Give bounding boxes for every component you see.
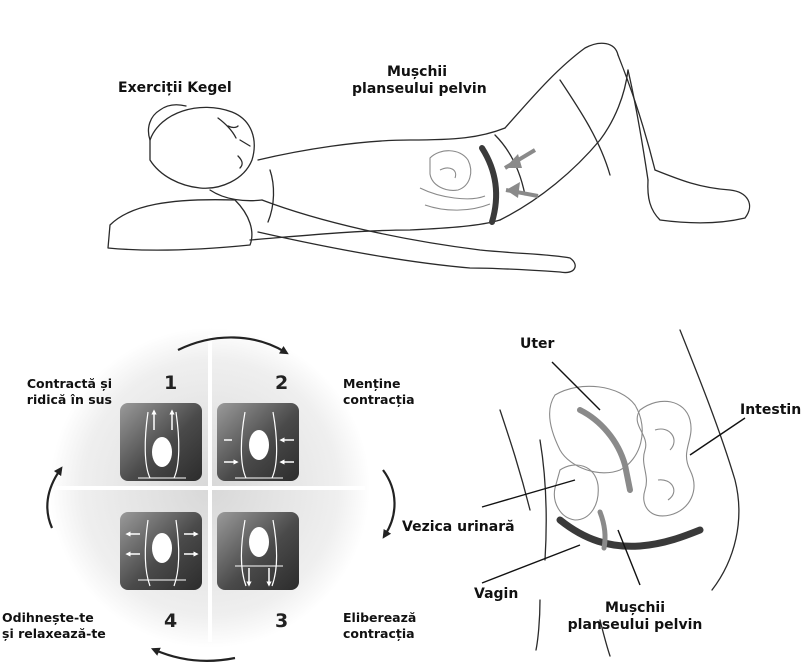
step-number-4: 4	[164, 610, 177, 632]
label-vezica: Vezica urinară	[402, 519, 515, 536]
step-label-4: Odihnește-te și relaxează-te	[2, 610, 106, 642]
muscles-label-top: Mușchii planseului pelvin	[352, 64, 482, 98]
title-kegel: Exerciții Kegel	[118, 80, 232, 97]
tile-step-1	[120, 403, 202, 481]
step-number-2: 2	[275, 372, 288, 394]
step-number-3: 3	[275, 610, 288, 632]
uterus-shape	[550, 386, 643, 490]
bladder-shape	[554, 465, 598, 520]
cycle-arrow-bottom	[155, 650, 235, 661]
label-muscles-anatomy: Mușchii planseului pelvin	[560, 600, 710, 634]
step-label-3: Eliberează contracția	[343, 610, 416, 642]
tile-step-4	[120, 512, 202, 590]
pelvic-floor-muscle	[560, 520, 700, 546]
label-uter: Uter	[520, 336, 554, 353]
label-vagin: Vagin	[474, 586, 518, 603]
step-label-1: Contractă și ridică în sus	[4, 376, 112, 408]
label-intestin: Intestin	[740, 402, 801, 419]
tile-step-3	[217, 512, 299, 590]
tile-step-2	[217, 403, 299, 481]
step-label-2: Menține contracția	[343, 376, 415, 408]
cycle-arrow-right	[383, 470, 395, 535]
intestine-shape	[637, 401, 694, 516]
step-number-1: 1	[164, 372, 177, 394]
pelvic-organs-small	[420, 151, 490, 210]
pelvic-floor-muscle-small	[482, 148, 496, 222]
